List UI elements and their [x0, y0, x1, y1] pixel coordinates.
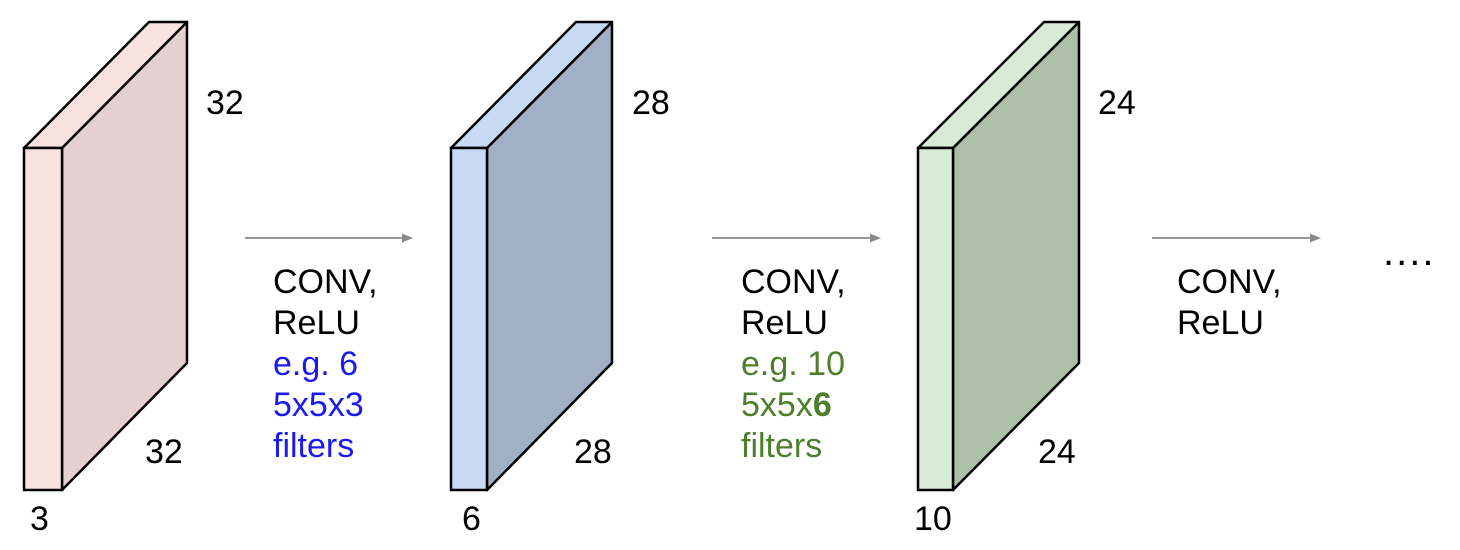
volume-2-height-label: 28 [632, 84, 670, 122]
operation-2-filter-depth: 6 [812, 386, 832, 424]
operation-2-filter-word: filters [741, 427, 823, 465]
volume-3-width-label: 24 [1038, 433, 1076, 471]
volume-2-depth-label: 6 [462, 500, 481, 538]
operation-1-line-2: ReLU [273, 304, 360, 342]
operation-1-filter-word: filters [273, 427, 355, 465]
continuation-ellipsis: .... [1383, 230, 1436, 274]
volume-2 [449, 20, 614, 492]
operation-2-filter-size: 5x5x6 [741, 385, 846, 426]
volume-1-width-label: 32 [145, 433, 183, 471]
operation-1-line-1: CONV, [273, 263, 378, 301]
operation-2-line-1: CONV, [741, 263, 846, 301]
operation-2-line-2: ReLU [741, 304, 828, 342]
volume-3 [916, 20, 1081, 492]
operation-3-label: CONV, ReLU [1177, 262, 1282, 344]
volume-3-side [951, 20, 1081, 492]
arrow-1 [245, 233, 413, 243]
arrow-3 [1152, 233, 1321, 243]
volume-1-height-label: 32 [206, 84, 244, 122]
operation-1-filter-size: 5x5x3 [273, 386, 364, 424]
operation-1-label: CONV, ReLU e.g. 6 5x5x3 filters [273, 262, 378, 467]
volume-3-depth-label: 10 [914, 500, 952, 538]
volume-1-depth-label: 3 [30, 500, 49, 538]
volume-2-front [449, 146, 489, 492]
volume-1 [22, 20, 189, 492]
volume-3-front [916, 146, 955, 492]
arrow-2 [712, 233, 881, 243]
volume-2-width-label: 28 [574, 433, 612, 471]
volume-3-height-label: 24 [1098, 84, 1136, 122]
operation-3-line-2: ReLU [1177, 304, 1264, 342]
operation-2-label: CONV, ReLU e.g. 10 5x5x6 filters [741, 262, 846, 467]
volume-1-front [22, 146, 64, 492]
operation-2-filter-count: e.g. 10 [741, 345, 845, 383]
operation-3-line-1: CONV, [1177, 263, 1282, 301]
operation-2-filter-size-prefix: 5x5x [741, 386, 813, 424]
operation-1-filter-count: e.g. 6 [273, 345, 359, 383]
